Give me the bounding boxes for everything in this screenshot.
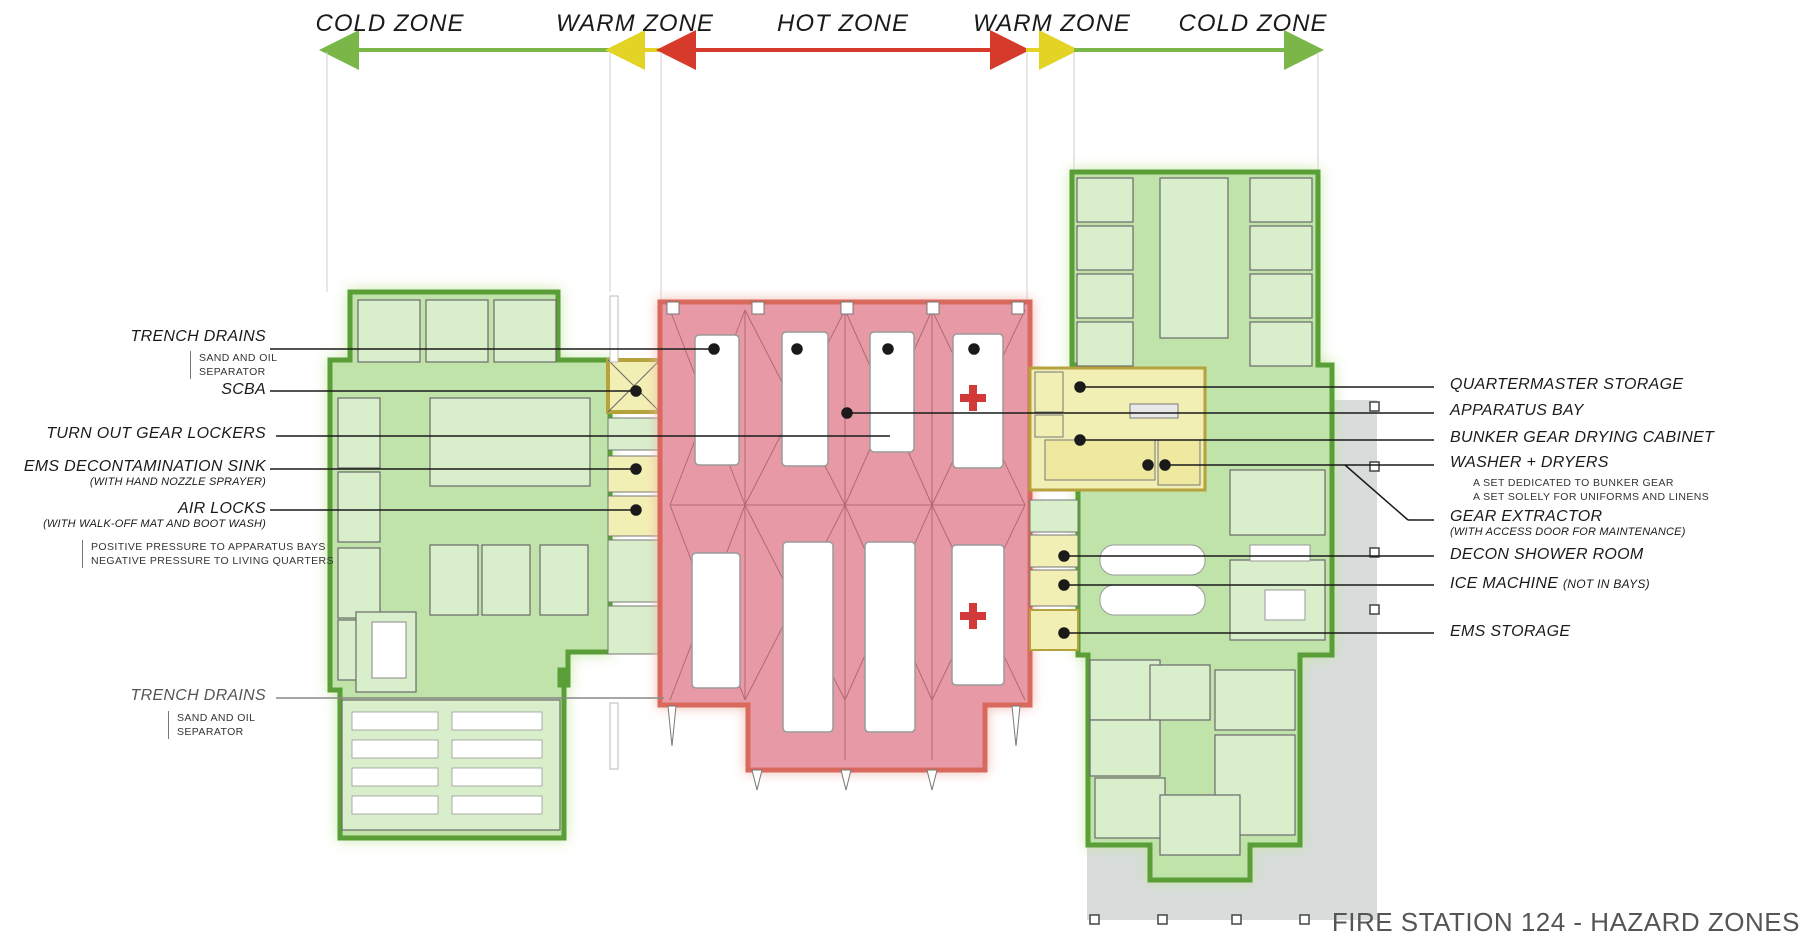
apparatus-bay xyxy=(657,299,1033,791)
callout-gear-extractor: GEAR EXTRACTOR (WITH ACCESS DOOR FOR MAI… xyxy=(1450,508,1686,538)
callout-ems-storage: EMS STORAGE xyxy=(1450,623,1571,640)
callout-scba: SCBA xyxy=(221,381,266,398)
callout-decon-shower-room: DECON SHOWER ROOM xyxy=(1450,546,1644,563)
left-warm-corridor xyxy=(606,295,662,770)
canopy-posts xyxy=(1089,401,1380,925)
callout-turn-out-gear-lockers: TURN OUT GEAR LOCKERS xyxy=(46,425,266,442)
callout-washer-dryers: WASHER + DRYERS xyxy=(1450,454,1609,471)
stairs xyxy=(1129,403,1179,419)
left-wing xyxy=(327,289,613,841)
callout-trench-drains-top: TRENCH DRAINS xyxy=(130,328,266,345)
zone-label-cold-right: COLD ZONE xyxy=(1178,10,1328,37)
dining-table xyxy=(1099,584,1206,616)
ice-machine-title: ICE MACHINE xyxy=(1450,575,1559,592)
table xyxy=(1249,544,1311,562)
zone-label-warm-right: WARM ZONE xyxy=(973,10,1131,37)
right-wing xyxy=(1069,169,1335,883)
callout-trench-drains-bottom: TRENCH DRAINS xyxy=(130,687,266,704)
zone-label-warm-left: WARM ZONE xyxy=(556,10,714,37)
kitchen-island xyxy=(1264,589,1306,621)
conference-table xyxy=(371,621,407,679)
callout-quartermaster-storage: QUARTERMASTER STORAGE xyxy=(1450,376,1684,393)
zone-label-cold-left: COLD ZONE xyxy=(315,10,465,37)
trench-drain-bar xyxy=(609,295,619,363)
callout-bunker-gear-drying-cabinet: BUNKER GEAR DRYING CABINET xyxy=(1450,429,1715,446)
red-cross-icon xyxy=(960,385,986,629)
trench-drain-bar xyxy=(609,702,619,770)
zone-label-hot: HOT ZONE xyxy=(777,10,909,37)
callout-leaders xyxy=(270,343,1434,699)
callout-air-locks: AIR LOCKS (WITH WALK-OFF MAT AND BOOT WA… xyxy=(43,500,266,530)
classroom-desks xyxy=(351,711,543,815)
dining-table xyxy=(1099,544,1206,576)
callout-ems-decon-sink: EMS DECONTAMINATION SINK (WITH HAND NOZZ… xyxy=(23,458,266,488)
callout-apparatus-bay: APPARATUS BAY xyxy=(1450,402,1584,419)
ice-machine-sub: (NOT IN BAYS) xyxy=(1562,577,1650,591)
callout-ice-machine: ICE MACHINE (NOT IN BAYS) xyxy=(1450,575,1650,593)
bay-door-posts xyxy=(666,301,1025,791)
footer-title: FIRE STATION 124 - HAZARD ZONES xyxy=(1331,907,1800,937)
